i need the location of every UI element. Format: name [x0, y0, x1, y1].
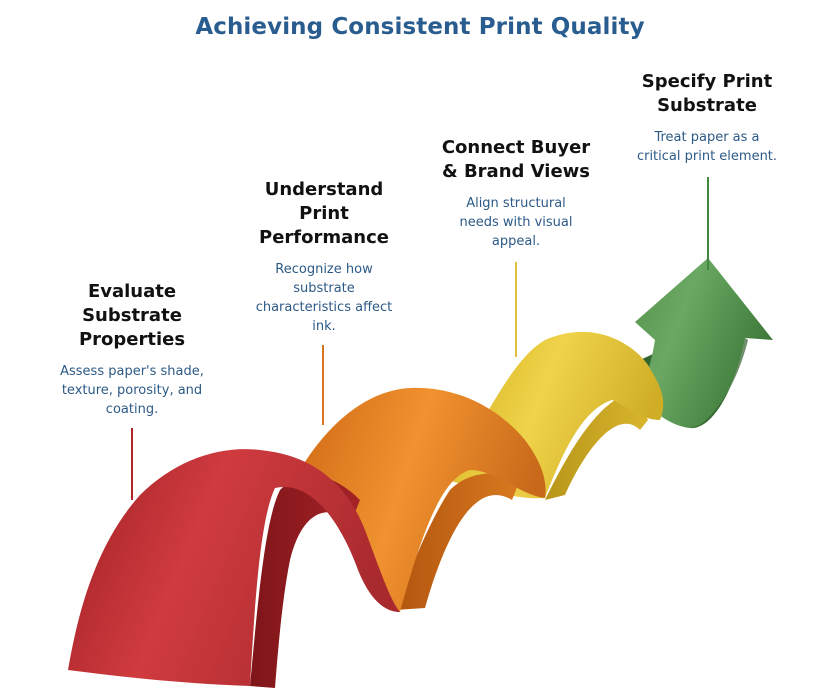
step-3-heading-line: Connect Buyer [441, 137, 591, 158]
step-1-heading-line: Evaluate [87, 281, 177, 302]
step-1-heading-line: Properties [78, 329, 186, 350]
step-4-description-line: Treat paper as a [654, 130, 760, 145]
red-segment-inner-side [250, 476, 360, 688]
step-2-description-line: characteristics affect [255, 300, 393, 315]
step-4-heading-line: Substrate [657, 95, 757, 116]
step-4-description-line: critical print element. [636, 149, 778, 164]
step-3-description-line: needs with visual [459, 215, 573, 230]
step-4-heading-line: Specify Print [641, 71, 773, 92]
orange-segment-inner-side [395, 473, 520, 610]
step-1-description-line: Assess paper's shade, [60, 364, 204, 379]
step-1-description-line: coating. [105, 402, 159, 417]
page-title: Achieving Consistent Print Quality [195, 14, 645, 40]
step-2-description-line: Recognize how [275, 262, 373, 277]
step-4-heading: Specify Print Substrate [612, 70, 802, 118]
step-2-heading-line: Performance [259, 227, 389, 248]
step-2-heading-line: Print [299, 203, 349, 224]
red-segment-top [68, 449, 400, 686]
step-3-description: Align structural needs with visual appea… [414, 194, 618, 251]
step-1-description: Assess paper's shade, texture, porosity,… [30, 362, 234, 419]
step-1-heading: Evaluate Substrate Properties [40, 280, 224, 352]
step-3-description-line: appeal. [491, 234, 541, 249]
step-2-description-line: ink. [312, 319, 336, 334]
step-1-description-line: texture, porosity, and [61, 383, 203, 398]
step-3-heading: Connect Buyer & Brand Views [418, 136, 614, 184]
step-4-description: Treat paper as a critical print element. [604, 128, 810, 166]
step-1-heading-line: Substrate [82, 305, 182, 326]
ribbon-segment-red [68, 449, 400, 688]
step-2-heading: Understand Print Performance [232, 178, 416, 250]
ribbon-segment-orange [300, 387, 546, 612]
step-3-heading-line: & Brand Views [441, 161, 590, 182]
step-3-description-line: Align structural [466, 196, 566, 211]
step-2-description: Recognize how substrate characteristics … [222, 260, 426, 336]
orange-segment-top [300, 387, 546, 612]
yellow-segment-inner-side [545, 398, 648, 500]
step-2-heading-line: Understand [264, 179, 384, 200]
step-2-description-line: substrate [293, 281, 355, 296]
